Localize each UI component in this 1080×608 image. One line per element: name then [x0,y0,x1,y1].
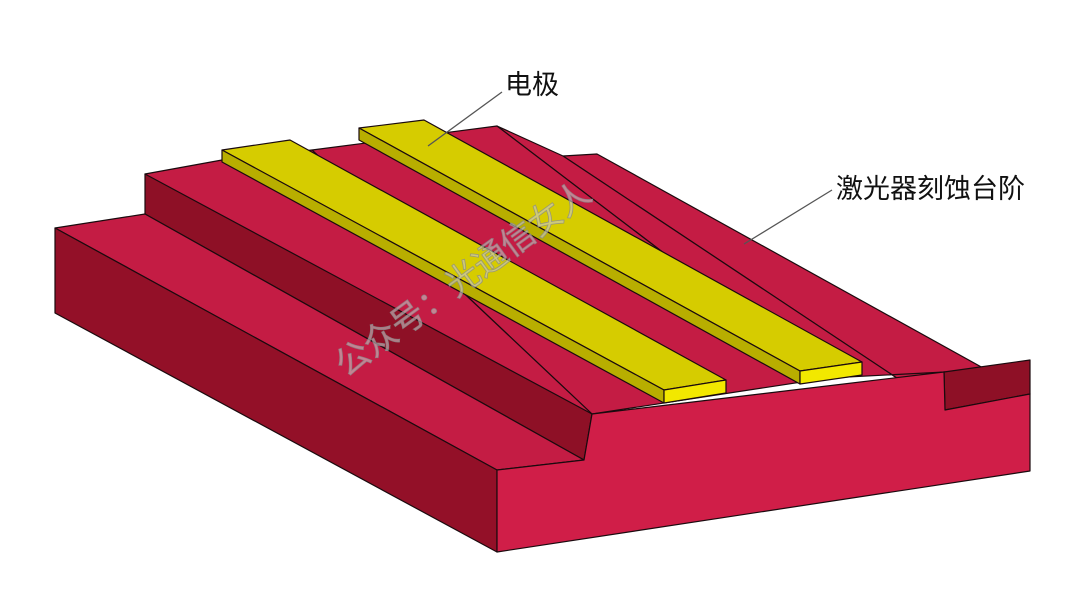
block-front-face [496,371,1031,553]
electrode-left-front [663,379,727,404]
electrode-right [358,119,863,385]
electrode-right-front [799,361,863,385]
etch-step-leader-line [743,189,833,245]
substrate-block [54,125,1031,553]
electrode-label: 电极 [505,70,559,101]
electrode-left [221,139,727,404]
etch-step-label: 激光器刻蚀台阶 [836,174,1025,205]
electrode-leader-line [427,91,503,147]
callouts: 电极 激光器刻蚀台阶 [427,70,1025,245]
